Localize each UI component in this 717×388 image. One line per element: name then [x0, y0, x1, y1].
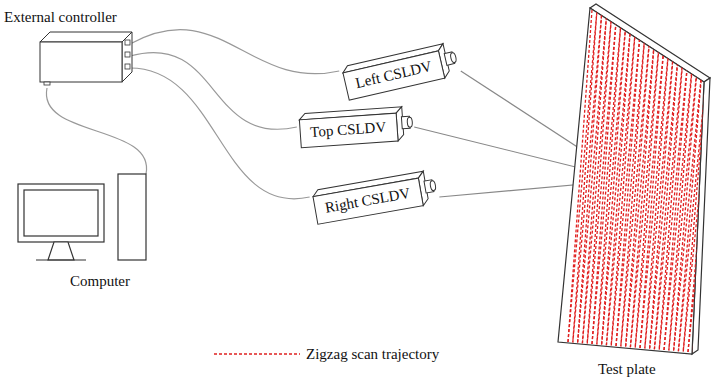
- scan-line: [621, 36, 645, 346]
- laser-vibrometer: Right CSLDV: [310, 167, 440, 226]
- laser-vibrometer: Top CSLDV: [297, 104, 414, 150]
- scan-line: [592, 22, 616, 344]
- scan-line: [707, 80, 712, 354]
- scan-line: [578, 17, 607, 343]
- plate-face: [558, 8, 704, 354]
- plate-drawing: [546, 2, 712, 358]
- test-plate: Test plate: [546, 2, 712, 378]
- device-label: Computer: [70, 272, 154, 290]
- monitor-stand: [48, 242, 74, 260]
- scan-line: [597, 24, 621, 344]
- computer-icon: [14, 168, 154, 268]
- scan-line: [602, 29, 631, 345]
- scan-line: [678, 65, 702, 351]
- scan-line: [616, 34, 640, 346]
- scan-line: [606, 32, 635, 346]
- scan-line: [654, 53, 678, 349]
- cable: [46, 88, 146, 174]
- scan-line: [669, 60, 693, 350]
- scan-line: [698, 75, 712, 353]
- scan-line: [683, 68, 707, 352]
- scan-line: [698, 77, 712, 353]
- scan-line: [582, 20, 611, 344]
- screen: [24, 190, 98, 236]
- scan-line: [688, 70, 712, 352]
- scan-line: [645, 48, 669, 348]
- box-top: [40, 32, 132, 42]
- device-label: External controller: [4, 8, 134, 26]
- scan-line: [578, 15, 602, 343]
- controller-unit: External controller: [4, 8, 134, 88]
- lens-glass: [450, 52, 457, 63]
- box-front: [40, 42, 122, 82]
- device-label: Test plate: [598, 360, 712, 378]
- scan-line: [664, 58, 688, 350]
- scan-line: [674, 63, 698, 351]
- cable: [130, 68, 310, 199]
- cable: [130, 52, 297, 129]
- legend-text: Zigzag scan trajectory: [306, 345, 439, 363]
- scan-line: [693, 75, 712, 353]
- scan-line: [702, 77, 712, 353]
- device-label: Left CSLDV: [339, 39, 461, 102]
- scan-line: [693, 72, 712, 352]
- legend-line: [214, 353, 300, 355]
- scan-line: [602, 27, 626, 345]
- device-label: Right CSLDV: [310, 167, 440, 226]
- scan-line: [573, 12, 597, 342]
- lens-glass: [407, 117, 413, 127]
- box-side: [122, 32, 132, 82]
- scan-line: [702, 80, 712, 354]
- scan-line: [630, 41, 654, 347]
- port: [44, 82, 50, 85]
- scan-line: [650, 51, 674, 349]
- lens-glass: [430, 180, 437, 191]
- scan-line: [678, 68, 707, 352]
- device-label: Top CSLDV: [297, 104, 414, 150]
- scan-line: [568, 10, 592, 342]
- zigzag-trajectory: [568, 10, 712, 354]
- port: [125, 64, 130, 69]
- scan-line: [626, 39, 650, 347]
- scan-line: [659, 56, 683, 350]
- scan-line: [674, 65, 703, 351]
- port: [125, 52, 130, 57]
- computer: Computer: [14, 168, 154, 290]
- monitor: [18, 184, 104, 242]
- scan-line: [688, 72, 712, 352]
- port: [125, 40, 130, 45]
- scan-line: [635, 44, 659, 348]
- scan-line: [582, 17, 606, 343]
- laser-vibrometer: Left CSLDV: [339, 39, 461, 102]
- cable: [130, 30, 339, 74]
- scan-line: [606, 29, 630, 345]
- scan-line: [587, 20, 611, 344]
- scan-line: [611, 32, 635, 346]
- controller-box: [4, 26, 134, 88]
- tower: [118, 174, 146, 260]
- scan-line: [640, 46, 664, 348]
- scan-line: [683, 70, 712, 352]
